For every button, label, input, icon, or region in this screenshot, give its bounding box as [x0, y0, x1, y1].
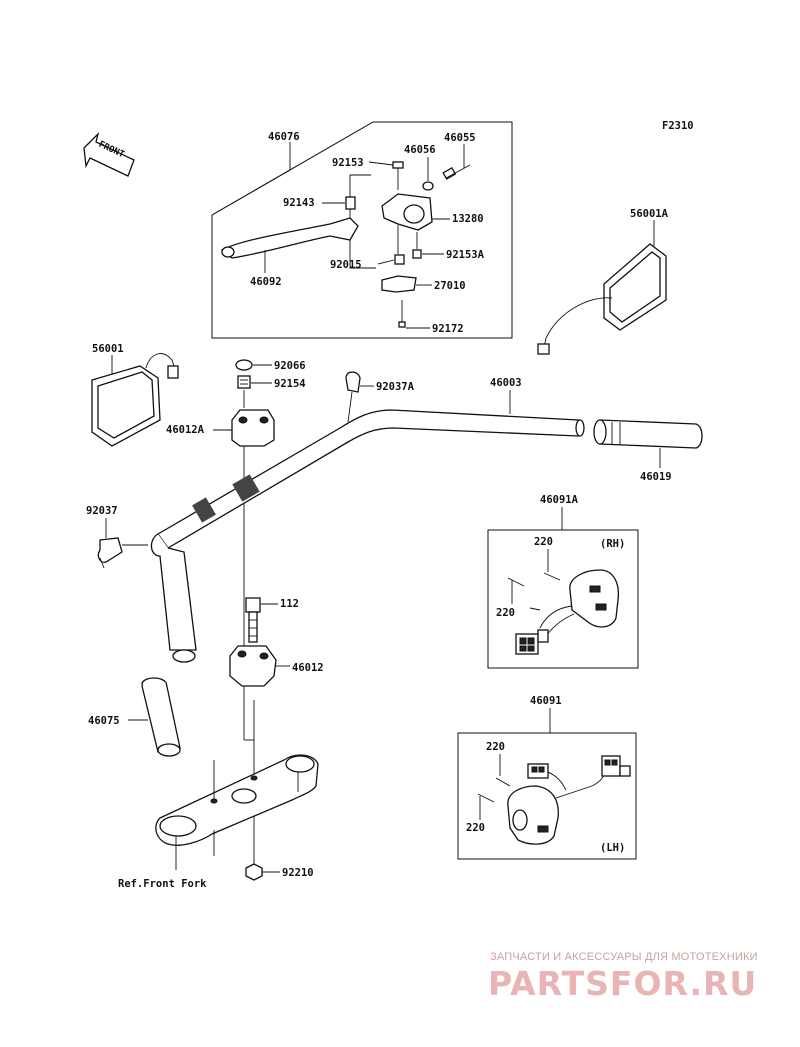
grip-right-46019-icon [593, 419, 703, 449]
label-lh: (LH) [600, 842, 625, 854]
watermark-logo: PARTSFOR.RU [488, 964, 758, 1003]
label-46092: 46092 [250, 276, 282, 288]
screw-92153A-icon [412, 249, 422, 259]
label-92066: 92066 [274, 360, 306, 372]
label-46019: 46019 [640, 471, 672, 483]
nut-92015-icon [394, 254, 405, 265]
clamp-92037-icon [97, 537, 123, 569]
label-92037A: 92037A [376, 381, 415, 393]
label-46076: 46076 [268, 131, 300, 143]
label-92210: 92210 [282, 867, 314, 879]
cap-92066-icon [235, 359, 253, 371]
label-46075: 46075 [88, 715, 120, 727]
bolt-92154-icon [237, 375, 251, 389]
handlebar-switch-rh-icon [507, 569, 620, 655]
label-13280: 13280 [452, 213, 484, 225]
label-27010: 27010 [434, 280, 466, 292]
label-46055: 46055 [444, 132, 476, 144]
label-92172: 92172 [432, 323, 464, 335]
label-46003: 46003 [490, 377, 522, 389]
mirror-left-56001-icon [91, 353, 179, 447]
handlebar-switch-lh-icon [477, 755, 631, 845]
bolt-46055-icon [442, 164, 471, 180]
front-arrow-icon: FRONT [83, 131, 135, 177]
label-46012A: 46012A [166, 424, 205, 436]
label-92015: 92015 [330, 259, 362, 271]
bolt-112-icon [245, 597, 261, 643]
label-92037: 92037 [86, 505, 118, 517]
washer-46056-icon [422, 181, 434, 191]
nut-92210-icon [245, 863, 263, 881]
label-ref-front-fork: Ref.Front Fork [118, 878, 207, 890]
lever-assembly-box [211, 121, 513, 339]
label-56001: 56001 [92, 343, 124, 355]
switch-box-rh [487, 529, 639, 669]
clutch-lever-46092-icon [220, 217, 359, 259]
label-46091: 46091 [530, 695, 562, 707]
collar-92143-icon [345, 196, 356, 210]
figure-code: F2310 [662, 120, 694, 132]
screw-92172-icon [398, 300, 406, 328]
label-92154: 92154 [274, 378, 306, 390]
watermark-text: ЗАПЧАСТИ И АКСЕССУАРЫ ДЛЯ МОТОТЕХНИКИ [490, 951, 758, 963]
mirror-right-56001A-icon [537, 243, 667, 355]
label-92153: 92153 [332, 157, 364, 169]
label-220-rh-side: 220 [496, 607, 515, 619]
handlebar-46003-icon [150, 409, 585, 663]
label-92153A: 92153A [446, 249, 485, 261]
clamp-92037A-icon [345, 371, 361, 393]
label-46091A: 46091A [540, 494, 579, 506]
label-220-lh-top: 220 [486, 741, 505, 753]
bolt-92153-icon [392, 161, 404, 190]
label-92143: 92143 [283, 197, 315, 209]
upper-triple-clamp-icon [155, 754, 319, 856]
holder-lower-46012-icon [229, 645, 277, 687]
label-220-rh-top: 220 [534, 536, 553, 548]
label-112: 112 [280, 598, 299, 610]
label-46056: 46056 [404, 144, 436, 156]
label-rh: (RH) [600, 538, 625, 550]
switch-27010-icon [381, 275, 417, 293]
grip-left-46075-icon [141, 677, 181, 757]
label-220-lh-side: 220 [466, 822, 485, 834]
holder-upper-46012A-icon [231, 409, 275, 447]
lever-holder-13280-icon [381, 193, 433, 231]
switch-box-lh [457, 732, 637, 860]
label-46012: 46012 [292, 662, 324, 674]
label-56001A: 56001A [630, 208, 669, 220]
